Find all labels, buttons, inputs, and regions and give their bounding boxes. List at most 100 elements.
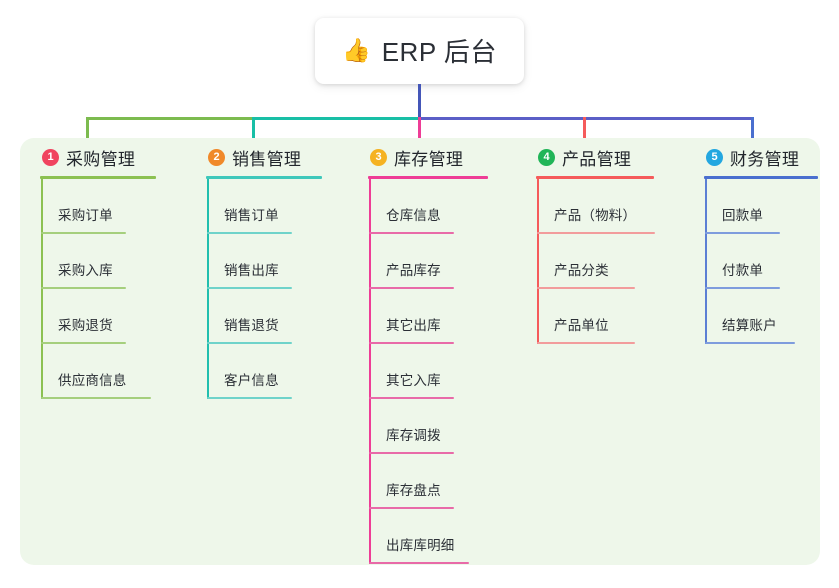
column-number-badge: 5	[706, 148, 723, 166]
branch-stem-5	[751, 117, 754, 143]
column-header-1[interactable]: 1 采购管理	[30, 144, 190, 170]
column-underline	[536, 176, 654, 179]
branch-stem-4	[583, 117, 586, 143]
column-header-5[interactable]: 5 财务管理	[694, 144, 839, 170]
list-item-underline	[207, 232, 292, 234]
list-item[interactable]: 采购退货	[30, 289, 190, 344]
list-item[interactable]: 产品库存	[358, 234, 528, 289]
list-item[interactable]: 采购订单	[30, 179, 190, 234]
list-item-underline	[41, 397, 151, 399]
column-title: 采购管理	[66, 149, 136, 169]
column-items: 采购订单采购入库采购退货供应商信息	[30, 179, 190, 399]
list-item-label: 结算账户	[722, 318, 777, 333]
list-item[interactable]: 产品（物料）	[526, 179, 696, 234]
column-header-2[interactable]: 2 销售管理	[196, 144, 356, 170]
root-vertical-stem	[418, 84, 421, 119]
list-item-label: 采购入库	[58, 263, 113, 278]
column-underline	[206, 176, 322, 179]
column-2: 2 销售管理销售订单销售出库销售退货客户信息	[196, 144, 356, 399]
list-item-underline	[41, 342, 126, 344]
list-item[interactable]: 出库库明细	[358, 509, 528, 564]
list-item[interactable]: 库存盘点	[358, 454, 528, 509]
trunk-segment-blue	[419, 117, 754, 120]
list-item[interactable]: 库存调拨	[358, 399, 528, 454]
list-item-label: 销售出库	[224, 263, 279, 278]
trunk-segment-teal	[252, 117, 421, 120]
list-item-label: 仓库信息	[386, 208, 441, 223]
list-item-label: 产品分类	[554, 263, 609, 278]
column-title: 销售管理	[232, 149, 302, 169]
list-item-label: 其它入库	[386, 373, 441, 388]
column-items: 回款单付款单结算账户	[694, 179, 839, 344]
list-item[interactable]: 产品分类	[526, 234, 696, 289]
branch-stem-1	[86, 117, 89, 143]
column-header-4[interactable]: 4 产品管理	[526, 144, 696, 170]
list-item[interactable]: 付款单	[694, 234, 839, 289]
list-item-label: 产品（物料）	[554, 208, 637, 223]
column-1: 1 采购管理采购订单采购入库采购退货供应商信息	[30, 144, 190, 399]
list-item-label: 产品单位	[554, 318, 609, 333]
list-item-underline	[705, 342, 795, 344]
list-item-label: 销售退货	[224, 318, 279, 333]
root-node[interactable]: 👍 ERP 后台	[315, 18, 524, 84]
list-item-underline	[369, 397, 454, 399]
list-item[interactable]: 回款单	[694, 179, 839, 234]
column-title: 财务管理	[730, 149, 800, 169]
column-number-badge: 4	[538, 148, 555, 166]
root-title: ERP 后台	[381, 36, 497, 67]
branch-stem-2	[252, 117, 255, 143]
list-item-label: 回款单	[722, 208, 764, 223]
column-spine	[537, 179, 539, 344]
list-item-label: 采购退货	[58, 318, 113, 333]
list-item[interactable]: 其它入库	[358, 344, 528, 399]
list-item[interactable]: 仓库信息	[358, 179, 528, 234]
column-items: 销售订单销售出库销售退货客户信息	[196, 179, 356, 399]
list-item[interactable]: 结算账户	[694, 289, 839, 344]
list-item[interactable]: 销售出库	[196, 234, 356, 289]
column-items: 产品（物料） 产品分类产品单位	[526, 179, 696, 344]
list-item[interactable]: 销售退货	[196, 289, 356, 344]
list-item-label: 客户信息	[224, 373, 279, 388]
column-underline	[368, 176, 488, 179]
list-item[interactable]: 供应商信息	[30, 344, 190, 399]
list-item-underline	[207, 287, 292, 289]
root-node-content: 👍 ERP 后台	[342, 32, 497, 69]
list-item-label: 付款单	[722, 263, 764, 278]
column-number-badge: 2	[208, 148, 225, 166]
list-item-underline	[41, 287, 126, 289]
list-item[interactable]: 产品单位	[526, 289, 696, 344]
list-item-underline	[41, 232, 126, 234]
column-spine	[41, 179, 43, 399]
list-item-underline	[207, 342, 292, 344]
list-item-underline	[207, 397, 292, 399]
list-item-underline	[537, 342, 635, 344]
list-item-label: 库存调拨	[386, 428, 441, 443]
list-item-underline	[369, 342, 454, 344]
list-item-label: 供应商信息	[58, 373, 127, 388]
list-item-label: 销售订单	[224, 208, 279, 223]
column-5: 5 财务管理回款单付款单结算账户	[694, 144, 839, 344]
list-item[interactable]: 客户信息	[196, 344, 356, 399]
column-number-badge: 1	[42, 148, 59, 166]
branch-stem-3	[418, 117, 421, 143]
list-item-underline	[705, 287, 780, 289]
list-item[interactable]: 其它出库	[358, 289, 528, 344]
column-title: 产品管理	[562, 149, 632, 169]
list-item[interactable]: 采购入库	[30, 234, 190, 289]
column-spine	[705, 179, 707, 344]
list-item-underline	[537, 287, 635, 289]
list-item-label: 出库库明细	[386, 538, 455, 553]
list-item-underline	[369, 507, 454, 509]
column-underline	[704, 176, 818, 179]
column-title: 库存管理	[394, 149, 464, 169]
list-item-label: 其它出库	[386, 318, 441, 333]
list-item[interactable]: 销售订单	[196, 179, 356, 234]
column-items: 仓库信息产品库存其它出库其它入库库存调拨库存盘点出库库明细	[358, 179, 528, 564]
list-item-underline	[705, 232, 780, 234]
list-item-underline	[369, 232, 454, 234]
list-item-label: 产品库存	[386, 263, 441, 278]
diagram-board	[20, 138, 820, 565]
